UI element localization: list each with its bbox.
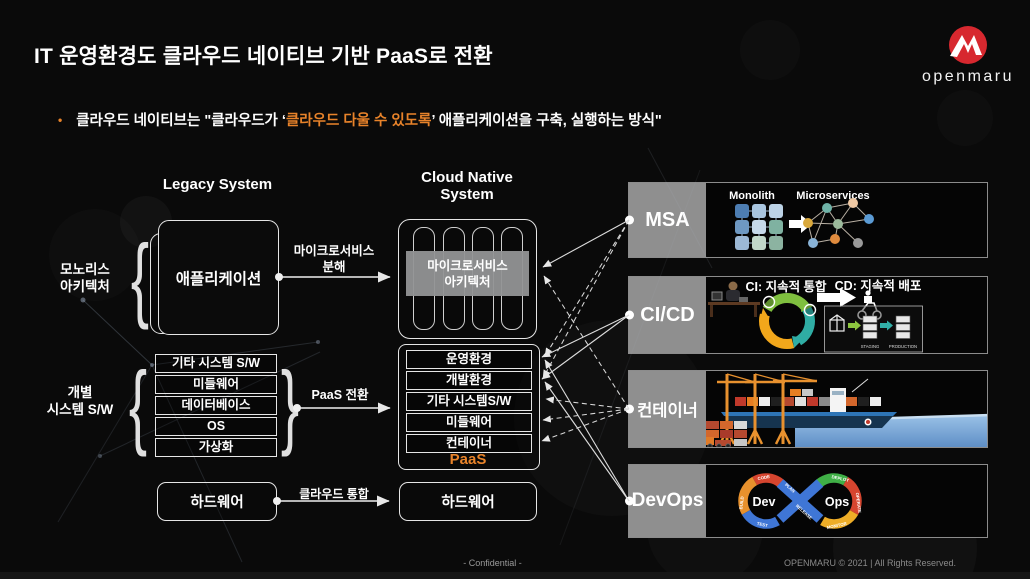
paas-stack-item: 컨테이너: [406, 434, 532, 453]
application-box: 애플리케이션: [158, 220, 279, 335]
brace-stack-right: }: [280, 352, 300, 457]
panel-cicd-label: CI/CD: [629, 277, 706, 353]
paas-stack-item: 개발환경: [406, 371, 532, 390]
bottom-bar: [0, 572, 1030, 579]
legacy-system-header: Legacy System: [162, 176, 273, 193]
panel-container-label: 컨테이너: [629, 371, 706, 447]
panel-devops: DevOps: [628, 464, 988, 538]
bullet-line: • 클라우드 네이티브는 "클라우드가 ‘클라우드 다울 수 있도록’ 애플리케이…: [58, 109, 662, 130]
bullet-text-pre: 클라우드 네이티브는 "클라우드가 ‘: [76, 113, 286, 129]
individual-sw-label: 개별 시스템 S/W: [46, 385, 114, 417]
bullet-marker: •: [58, 113, 63, 127]
legacy-stack-item: 가상화: [155, 438, 277, 457]
paas-container: [398, 344, 540, 470]
cloud-native-header: Cloud Native System: [398, 169, 536, 203]
cloud-native-header-line2: System: [440, 186, 494, 203]
paas-stack-item: 운영환경: [406, 350, 532, 369]
legacy-stack-item: 미들웨어: [155, 375, 277, 394]
panel-msa-label: MSA: [629, 183, 706, 257]
bullet-text-post: ’ 애플리케이션을 구축, 실행하는 방식": [431, 113, 662, 129]
flow-label-microservice-split: 마이크로서비스 분해: [293, 244, 375, 274]
panel-msa: MSA: [628, 182, 988, 258]
flow-label-cloud-integration: 클라우드 통합: [299, 487, 369, 501]
connectors-solid: [541, 219, 630, 502]
legacy-stack-item: OS: [155, 417, 277, 436]
paas-stack-item: 기타 시스템S/W: [406, 392, 532, 411]
cloud-hardware-box: 하드웨어: [399, 482, 537, 521]
paas-stack-item: 미들웨어: [406, 413, 532, 432]
confidential-footer: - Confidential -: [463, 558, 522, 568]
brace-stack-left: {: [128, 352, 148, 457]
panel-cicd: CI/CD: [628, 276, 988, 354]
flow-label-paas-transition: PaaS 전환: [311, 388, 369, 402]
cloud-native-header-line1: Cloud Native: [421, 169, 513, 186]
legacy-stack-item: 기타 시스템 S/W: [155, 354, 277, 373]
paas-label: PaaS: [449, 451, 487, 468]
connectors-dashed: [541, 219, 630, 442]
panel-devops-label: DevOps: [629, 465, 706, 537]
panel-container: 컨테이너: [628, 370, 988, 448]
openmaru-logo: openmaru: [918, 22, 1018, 86]
panel-connector-dots: [625, 215, 634, 506]
brace-monolith: {: [130, 225, 150, 330]
msa-architecture-overlay: 마이크로서비스 아키텍처: [406, 251, 529, 296]
openmaru-logo-icon: [949, 26, 987, 64]
legacy-hardware-box: 하드웨어: [157, 482, 277, 521]
page-title: IT 운영환경도 클라우드 네이티브 기반 PaaS로 전환: [34, 45, 493, 68]
bullet-text-highlight: 클라우드 다울 수 있도록: [285, 113, 432, 129]
openmaru-logo-text: openmaru: [921, 68, 1015, 85]
legacy-stack-item: 데이터베이스: [155, 396, 277, 415]
copyright-footer: OPENMARU © 2021 | All Rights Reserved.: [784, 558, 957, 568]
monolith-architecture-label: 모노리스 아키텍처: [60, 262, 110, 294]
